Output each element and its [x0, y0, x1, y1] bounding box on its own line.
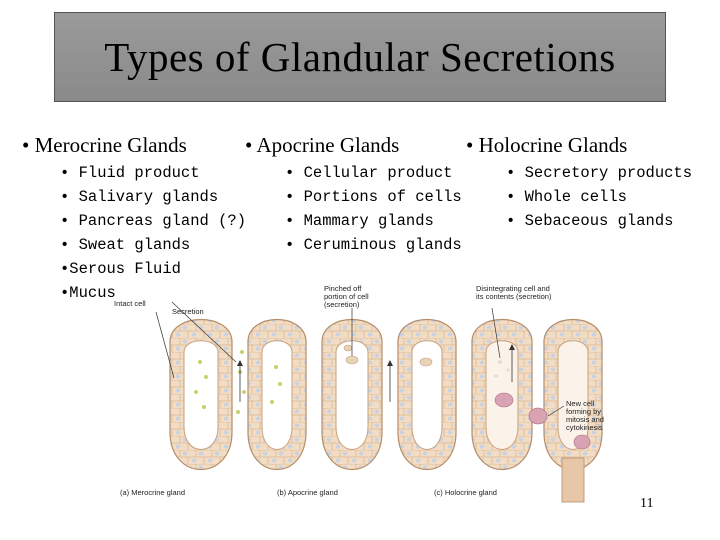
list-item: • Salivary glands: [60, 188, 219, 206]
list-item: • Pancreas gland (?): [60, 212, 247, 230]
holocrine-gland: [471, 307, 603, 503]
label-intact-cell: Intact cell: [114, 299, 146, 308]
caption-apocrine: (b) Apocrine gland: [277, 488, 338, 497]
list-item: • Portions of cells: [285, 188, 462, 206]
list-item: • Mammary glands: [285, 212, 434, 230]
caption-merocrine: (a) Merocrine gland: [120, 488, 186, 497]
merocrine-list: • Fluid product • Salivary glands • Panc…: [60, 161, 246, 305]
title-banner: Types of Glandular Secretions: [54, 12, 666, 102]
label-secretion: Secretion: [172, 307, 204, 316]
apocrine-heading: • Apocrine Glands: [245, 133, 400, 157]
label-pinched-off: Pinched off portion of cell (secretion): [324, 284, 369, 309]
list-item: • Fluid product: [60, 164, 200, 182]
holocrine-heading: • Holocrine Glands: [466, 133, 628, 157]
holocrine-list: • Secretory products • Whole cells • Seb…: [506, 161, 692, 233]
merocrine-heading: • Merocrine Glands: [22, 133, 187, 157]
label-disintegrating: Disintegrating cell and its contents (se…: [476, 284, 552, 301]
label-new-cell: New cell forming by mitosis and cytokine…: [566, 399, 604, 432]
caption-holocrine: (c) Holocrine gland: [434, 488, 497, 497]
list-item: • Secretory products: [506, 164, 693, 182]
list-item: • Sweat glands: [60, 236, 191, 254]
list-item: • Ceruminous glands: [285, 236, 462, 254]
list-item: •Mucus: [60, 284, 116, 302]
list-item: • Cellular product: [285, 164, 453, 182]
gland-diagram-svg: [155, 301, 603, 503]
list-item: • Whole cells: [506, 188, 627, 206]
page-number: 11: [640, 496, 654, 511]
apocrine-gland: [321, 308, 457, 470]
slide-title: Types of Glandular Secretions: [104, 34, 616, 80]
list-item: • Sebaceous glands: [506, 212, 674, 230]
apocrine-list: • Cellular product • Portions of cells •…: [285, 161, 462, 257]
gland-illustration: Intact cell Secretion Pinched off portio…: [112, 282, 620, 504]
merocrine-gland: [155, 301, 307, 470]
list-item: •Serous Fluid: [60, 260, 181, 278]
